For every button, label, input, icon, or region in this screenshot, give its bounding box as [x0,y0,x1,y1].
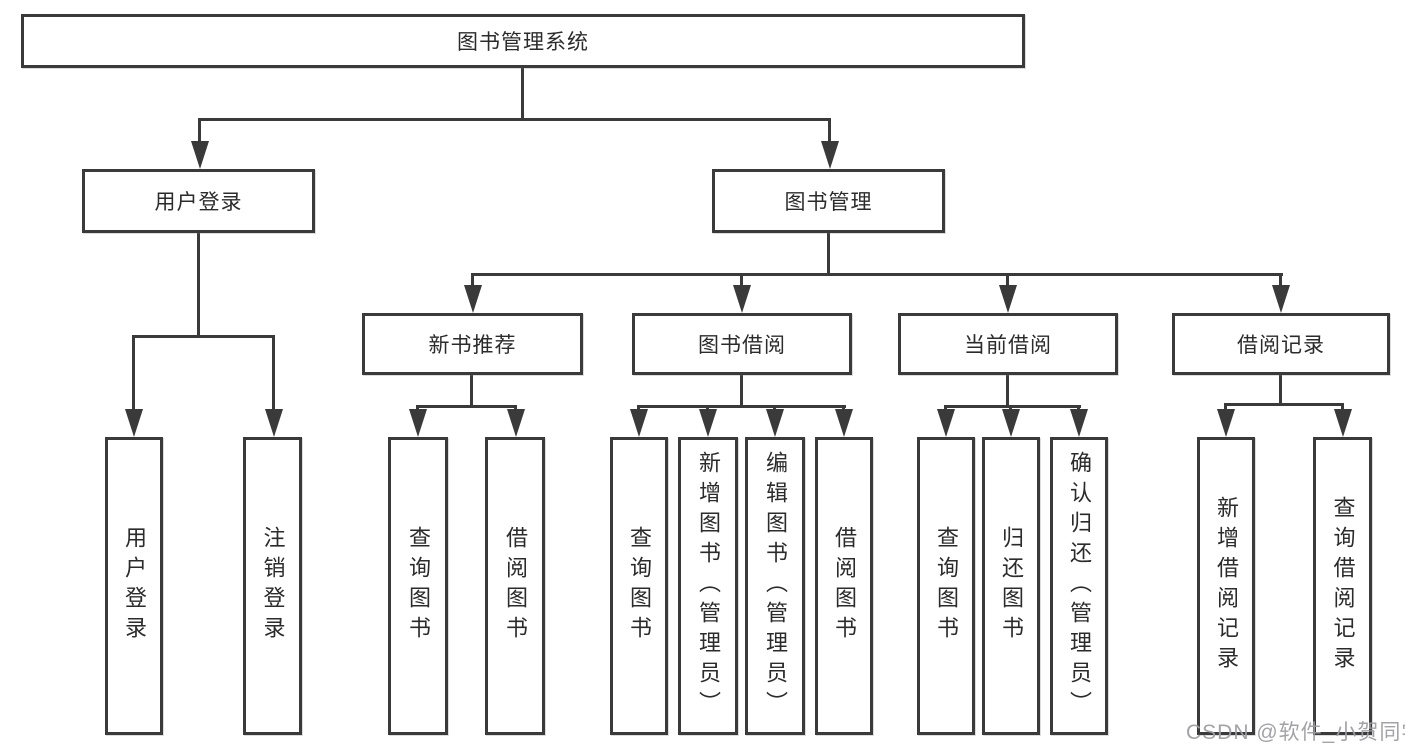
connector-line [272,335,275,411]
node-label: 图书借阅 [698,334,786,357]
node-leaf-query-book-3: 查询图书 [917,437,975,735]
arrowhead-down-icon [834,409,853,437]
connector-line [637,405,846,408]
connector-line [1341,403,1344,413]
node-book-mgmt: 图书管理 [712,169,945,233]
connector-line [198,118,831,121]
csdn-watermark: CSDN @软件_小贺同学 [1186,721,1405,744]
node-label: 查询图书 [627,526,652,646]
connector-line [197,233,200,337]
arrowhead-down-icon [1001,409,1020,437]
node-borrow-records: 借阅记录 [1172,313,1390,375]
node-label: 归还图书 [999,526,1024,646]
arrowhead-down-icon [506,409,525,437]
connector-line [1224,403,1227,413]
connector-line [827,233,830,273]
arrowhead-down-icon [732,285,751,313]
arrowhead-down-icon [124,409,143,437]
node-leaf-confirm-return: 确认归还（管理员） [1050,437,1108,735]
node-label: 借阅图书 [832,526,857,646]
node-label: 确认归还（管理员） [1067,451,1092,721]
node-leaf-add-record: 新增借阅记录 [1197,437,1255,735]
node-leaf-user-login: 用户登录 [105,437,163,735]
arrowhead-down-icon [629,409,648,437]
node-leaf-query-book-2: 查询图书 [610,437,668,735]
node-leaf-add-book: 新增图书（管理员） [678,437,738,735]
node-root: 图书管理系统 [21,14,1025,68]
node-label: 编辑图书（管理员） [763,451,788,721]
connector-line [132,335,275,338]
node-label: 查询借阅记录 [1330,496,1356,676]
node-leaf-query-book-1: 查询图书 [388,437,448,735]
connector-line [471,273,1283,276]
connector-line [470,375,473,405]
connector-line [132,335,135,411]
arrowhead-down-icon [1333,409,1352,437]
connector-line [1224,403,1344,406]
arrowhead-down-icon [1271,285,1290,313]
arrowhead-down-icon [820,141,839,169]
node-label: 图书管理系统 [457,31,589,54]
arrowhead-down-icon [936,409,955,437]
arrowhead-down-icon [698,409,717,437]
node-label: 用户登录 [154,191,243,214]
arrowhead-down-icon [190,141,209,169]
node-label: 借阅记录 [1237,334,1325,357]
arrowhead-down-icon [1216,409,1235,437]
node-leaf-borrow-book-2: 借阅图书 [815,437,873,735]
node-label: 注销登录 [260,526,286,646]
connector-line [471,273,474,289]
arrowhead-down-icon [765,409,784,437]
connector-line [198,118,201,144]
node-user-login: 用户登录 [82,169,315,233]
node-label: 查询图书 [934,526,959,646]
connector-line [416,405,517,408]
arrowhead-down-icon [463,285,482,313]
node-leaf-logout: 注销登录 [243,437,302,735]
arrowhead-down-icon [998,285,1017,313]
connector-line [521,68,524,120]
node-label: 新增借阅记录 [1214,496,1239,676]
connector-line [1006,375,1009,405]
node-label: 新书推荐 [428,334,517,357]
node-label: 查询图书 [406,526,431,646]
connector-line [944,405,1081,408]
node-label: 图书管理 [784,191,873,214]
connector-line [1006,273,1009,289]
node-current-borrow: 当前借阅 [898,313,1118,375]
node-label: 当前借阅 [964,334,1052,357]
node-label: 新增图书（管理员） [696,451,721,721]
node-leaf-return-book: 归还图书 [982,437,1040,735]
node-book-borrow: 图书借阅 [632,313,852,375]
arrowhead-down-icon [408,409,427,437]
connector-line [740,273,743,289]
arrowhead-down-icon [1069,409,1088,437]
node-leaf-edit-book: 编辑图书（管理员） [745,437,805,735]
node-new-book-rec: 新书推荐 [362,313,583,375]
node-label: 借阅图书 [503,526,528,646]
connector-line [740,375,743,405]
connector-line [828,118,831,144]
node-leaf-borrow-book-1: 借阅图书 [485,437,545,735]
node-label: 用户登录 [122,526,147,646]
connector-line [1279,375,1282,403]
arrowhead-down-icon [264,409,283,437]
node-leaf-query-record: 查询借阅记录 [1313,437,1372,735]
connector-line [1279,273,1282,289]
